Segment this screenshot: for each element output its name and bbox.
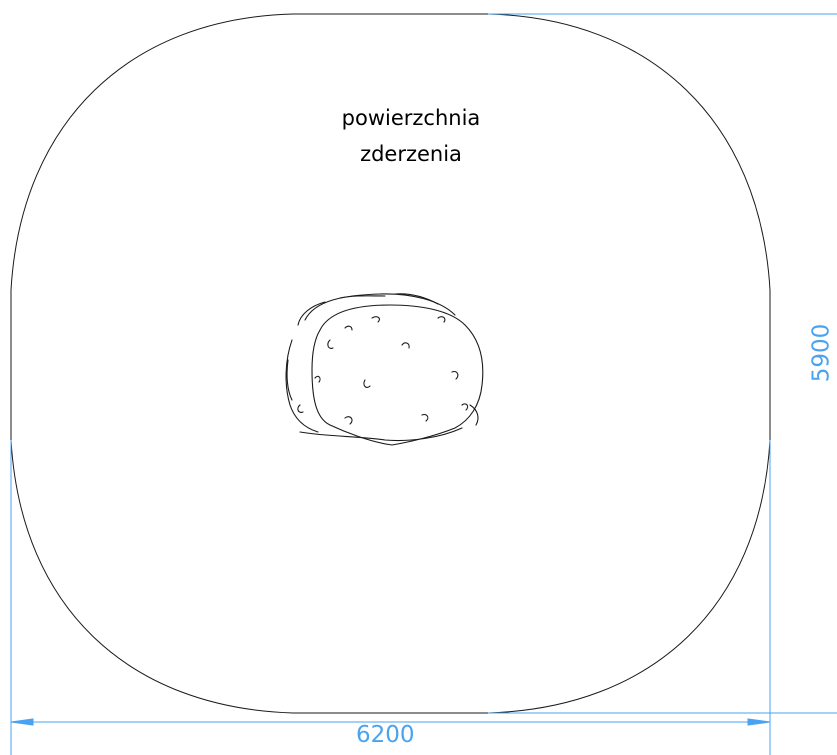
- area-label-line2: zderzenia: [360, 142, 462, 166]
- boulder-main-outline: [311, 304, 484, 446]
- boulder-shape: [285, 293, 484, 446]
- boulder-sketch-5: [469, 404, 479, 426]
- boulder-detail-1: [344, 325, 353, 331]
- boulder-detail-7: [344, 416, 353, 425]
- dimension-lines: [10, 13, 837, 755]
- boulder-detail-11: [371, 316, 380, 323]
- boulder-detail-5: [314, 375, 321, 383]
- width-arrow-right: [747, 718, 771, 726]
- boulder-detail-12: [461, 403, 469, 411]
- boulder-detail-10: [437, 316, 446, 323]
- boulder-sketch-2: [339, 295, 386, 299]
- boulder-back-bottom: [299, 427, 463, 441]
- boulder-detail-2: [401, 342, 410, 349]
- height-dimension-label: 5900: [808, 323, 835, 383]
- width-dimension-label: 6200: [356, 722, 415, 748]
- boulder-detail-3: [363, 379, 371, 388]
- boulder-sketch-4: [286, 359, 293, 401]
- boulder-sketch-1: [297, 301, 326, 326]
- area-label-line1: powierzchnia: [341, 106, 481, 130]
- boulder-detail-4: [451, 371, 459, 380]
- boulder-detail-6: [421, 414, 429, 422]
- boulder-sketch-3: [394, 293, 439, 305]
- boulder-detail-8: [327, 339, 334, 349]
- width-arrow-left: [10, 718, 34, 726]
- boulder-detail-9: [297, 404, 304, 413]
- boulder-back-left: [285, 339, 319, 433]
- boulder-back-outline: [304, 293, 456, 321]
